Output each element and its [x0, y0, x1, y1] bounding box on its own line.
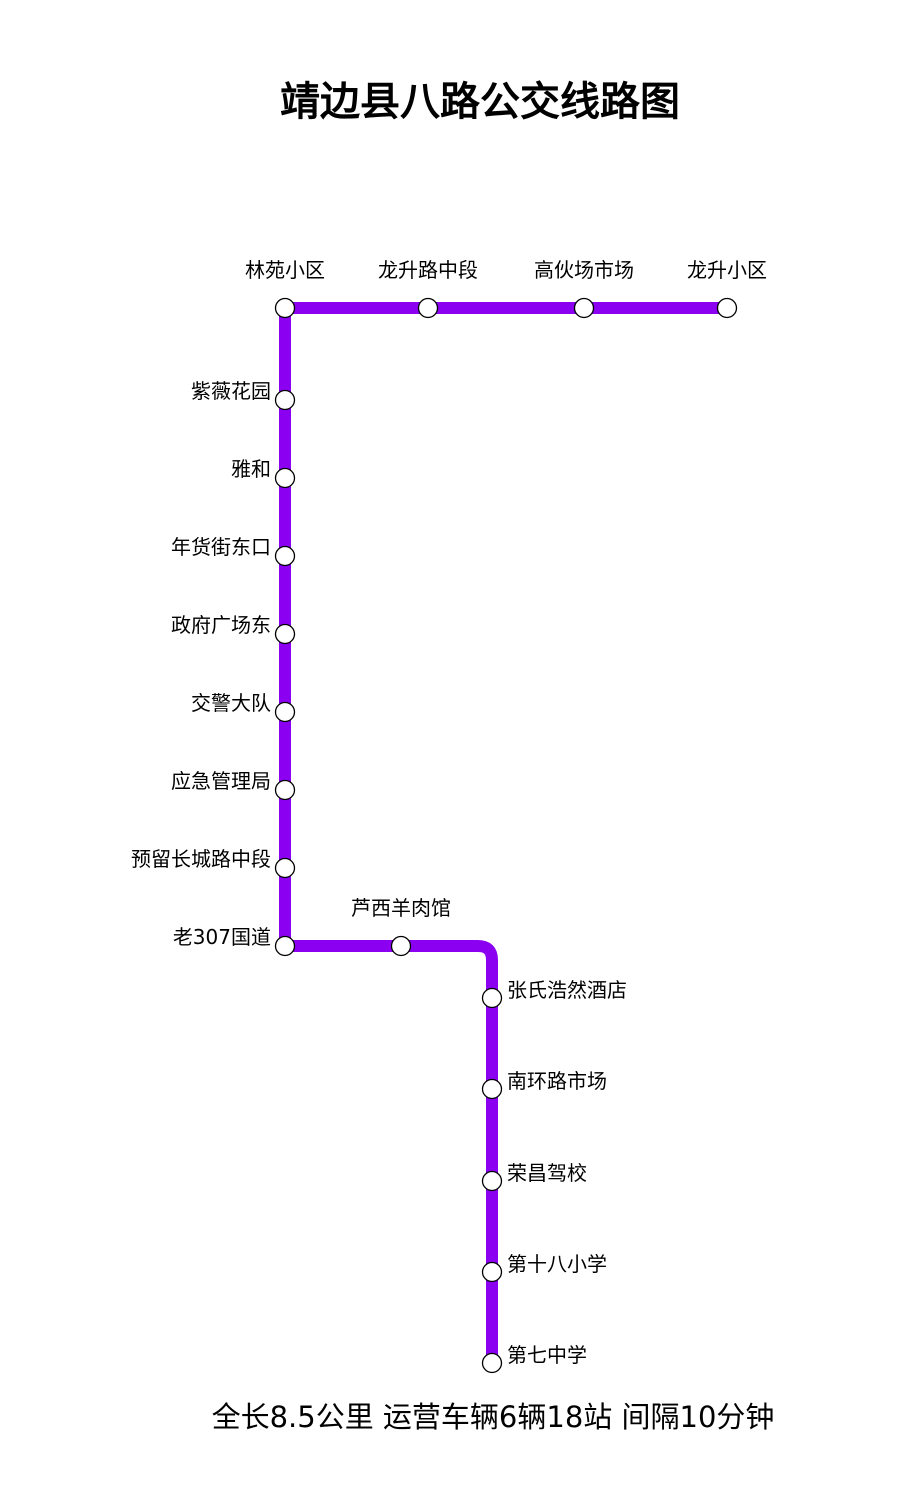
station-marker [573, 297, 595, 319]
station-label: 预留长城路中段 [131, 847, 271, 871]
station-label: 老307国道 [173, 925, 271, 949]
station-label: 芦西羊肉馆 [351, 896, 451, 920]
station: 紫薇花园 [191, 379, 296, 411]
station-label: 林苑小区 [245, 258, 325, 282]
station: 应急管理局 [171, 769, 296, 801]
station: 龙升小区 [687, 258, 767, 319]
station-marker [481, 1170, 503, 1192]
route-summary: 全长8.5公里 运营车辆6辆18站 间隔10分钟 [211, 1400, 775, 1434]
station: 龙升路中段 [378, 258, 478, 319]
station: 预留长城路中段 [131, 847, 296, 879]
map-title: 靖边县八路公交线路图 [280, 79, 680, 125]
station-label: 南环路市场 [507, 1069, 607, 1093]
station: 芦西羊肉馆 [351, 896, 451, 957]
station-label: 应急管理局 [171, 769, 271, 793]
station-label: 第十八小学 [507, 1252, 607, 1276]
stations-layer: 龙升小区 高伙场市场 龙升路中段 林苑小区紫薇花园雅和年货街东口政府广场东交警大队应急… [131, 258, 767, 1374]
station: 雅和 [231, 457, 296, 489]
station-marker [481, 987, 503, 1009]
station-label: 政府广场东 [171, 613, 271, 637]
station: 高伙场市场 [534, 258, 634, 319]
station-marker [481, 1261, 503, 1283]
station-label: 第七中学 [507, 1343, 587, 1367]
station-marker [417, 297, 439, 319]
station: 南环路市场 [481, 1069, 607, 1100]
station-marker [481, 1078, 503, 1100]
station-marker [274, 857, 296, 879]
station-marker [274, 779, 296, 801]
station-label: 龙升小区 [687, 258, 767, 282]
station: 林苑小区 [245, 258, 325, 319]
station-marker [274, 701, 296, 723]
station: 年货街东口 [171, 535, 296, 567]
station-marker [716, 297, 738, 319]
station-label: 高伙场市场 [534, 258, 634, 282]
station: 交警大队 [191, 691, 296, 723]
station-marker [390, 935, 412, 957]
station-label: 荣昌驾校 [507, 1161, 587, 1185]
station: 政府广场东 [171, 613, 296, 645]
station-marker [274, 935, 296, 957]
station-label: 年货街东口 [171, 535, 271, 559]
route-line [279, 302, 733, 1369]
station-label: 雅和 [231, 457, 271, 481]
station-marker [274, 297, 296, 319]
station-label: 龙升路中段 [378, 258, 478, 282]
station-marker [481, 1352, 503, 1374]
station: 荣昌驾校 [481, 1161, 587, 1192]
station: 第七中学 [481, 1343, 587, 1374]
station-marker [274, 389, 296, 411]
station: 第十八小学 [481, 1252, 607, 1283]
station: 张氏浩然酒店 [481, 978, 627, 1009]
station-marker [274, 545, 296, 567]
station: 老307国道 [173, 925, 296, 957]
station-label: 张氏浩然酒店 [507, 978, 627, 1002]
station-label: 交警大队 [191, 691, 271, 715]
station-marker [274, 623, 296, 645]
station-label: 紫薇花园 [191, 379, 271, 403]
station-marker [274, 467, 296, 489]
